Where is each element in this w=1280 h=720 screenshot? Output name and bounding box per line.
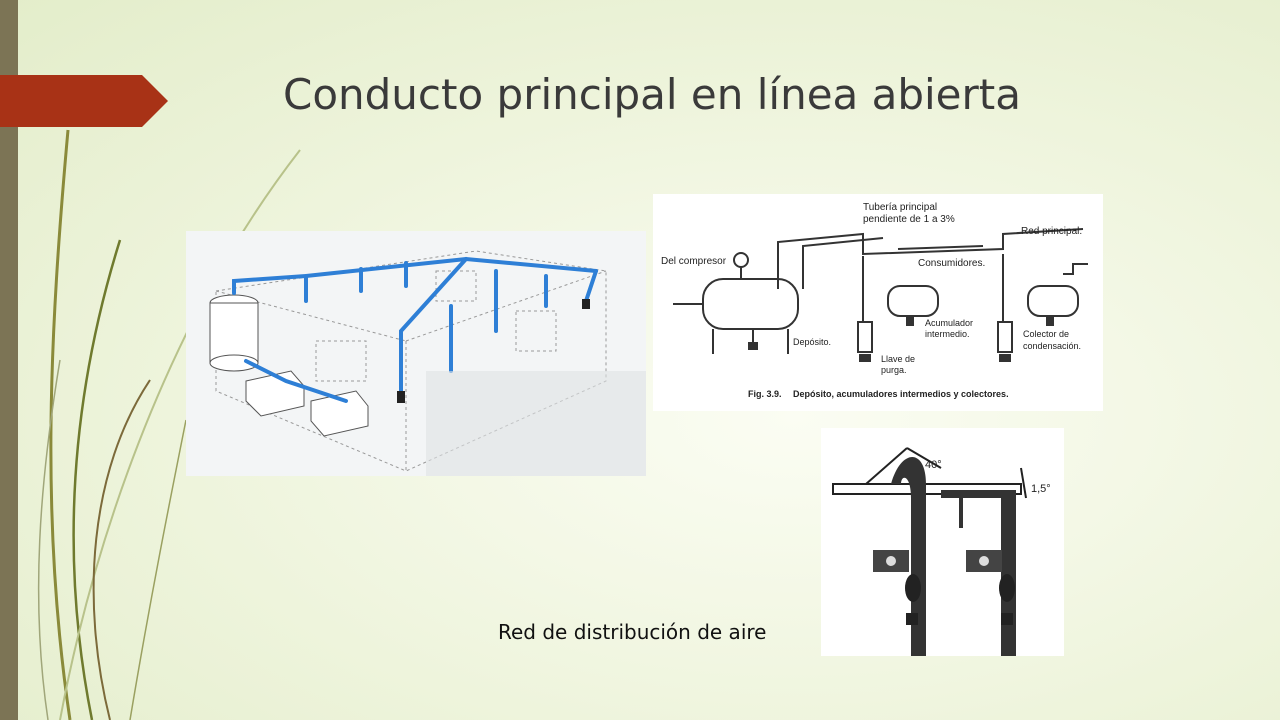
svg-text:Tubería principal: Tubería principal [863,202,937,213]
svg-text:Consumidores.: Consumidores. [918,258,985,269]
slide-title: Conducto principal en línea abierta [283,70,1021,119]
svg-text:1,5°: 1,5° [1031,483,1051,495]
svg-text:Fig. 3.9.: Fig. 3.9. [748,389,782,399]
svg-text:40°: 40° [925,459,942,471]
svg-text:Colector de: Colector de [1023,329,1069,339]
deposit-accumulators-diagram: Tubería principal pendiente de 1 a 3% Re… [653,194,1103,411]
distribution-network-image [186,231,646,476]
svg-text:Del compresor: Del compresor [661,256,727,267]
pipe-branch-detail: 40° 1,5° [821,428,1064,656]
svg-text:Llave de: Llave de [881,354,915,364]
left-decorative-bar [0,0,18,720]
figure-caption: Red de distribución de aire [498,620,767,644]
svg-text:Depósito.: Depósito. [793,337,831,347]
svg-text:pendiente de 1 a 3%: pendiente de 1 a 3% [863,214,955,225]
svg-text:purga.: purga. [881,365,907,375]
svg-text:Red principal.: Red principal. [1021,226,1082,237]
title-accent-arrow [0,75,168,127]
svg-text:Acumulador: Acumulador [925,318,973,328]
grass-decoration [37,129,301,720]
svg-text:condensación.: condensación. [1023,341,1081,351]
svg-text:Depósito, acumuladores interme: Depósito, acumuladores intermedios y col… [793,389,1009,399]
svg-text:intermedio.: intermedio. [925,329,970,339]
